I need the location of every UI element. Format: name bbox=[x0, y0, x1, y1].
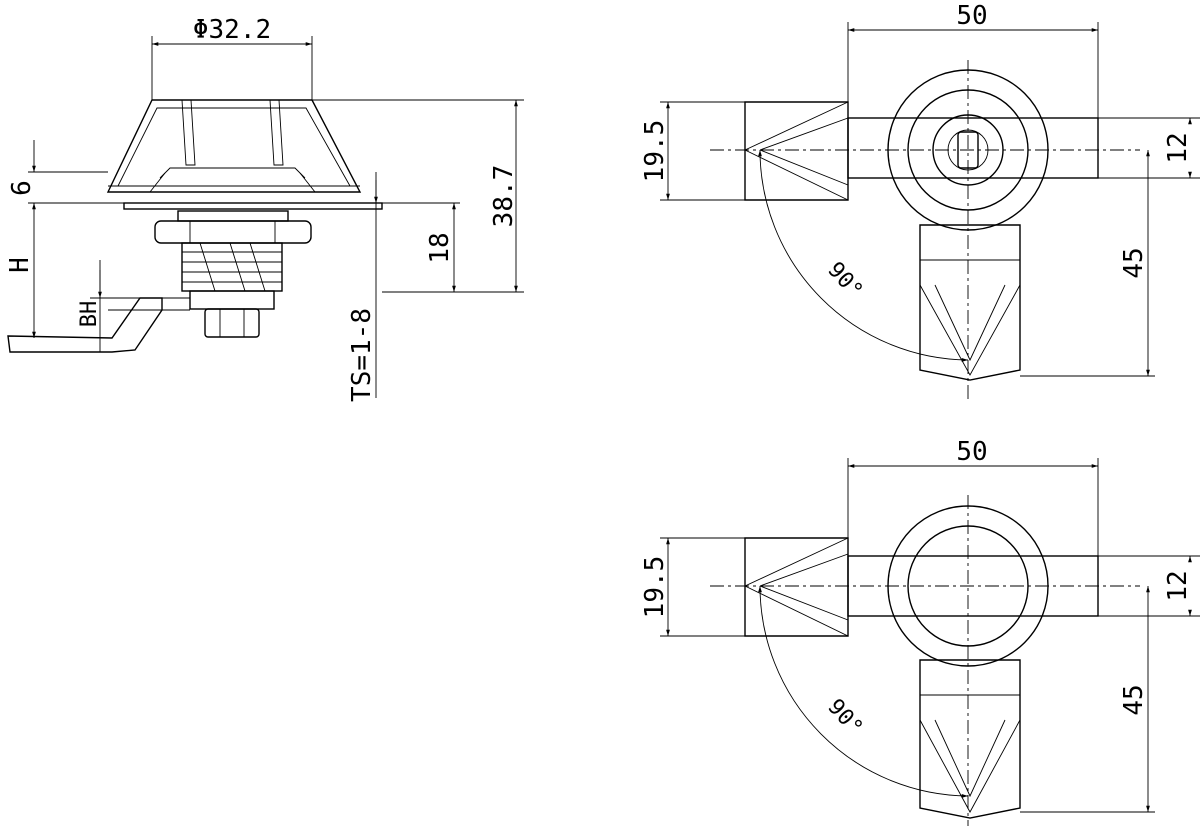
diameter-label: Φ32.2 bbox=[193, 15, 271, 45]
top-view-plain: 90° 50 19.5 12 45 bbox=[640, 437, 1200, 826]
nut-upper bbox=[154, 220, 312, 244]
side-view: Φ32.2 38.7 18 TS=1-8 6 H BH bbox=[5, 15, 524, 402]
ts-label: TS=1-8 bbox=[347, 308, 377, 402]
width-label-2: 50 bbox=[956, 437, 987, 467]
bezel-outline bbox=[106, 99, 362, 193]
angle-label-1: 90° bbox=[822, 258, 867, 304]
height-right-label-1: 12 bbox=[1163, 132, 1193, 163]
width-label-1: 50 bbox=[956, 1, 987, 31]
height-total-label: 38.7 bbox=[489, 165, 519, 228]
dim-h-label: H bbox=[5, 257, 35, 273]
dim-6-label: 6 bbox=[7, 180, 37, 196]
height-left-label-1: 19.5 bbox=[640, 120, 670, 183]
depth-label-1: 45 bbox=[1119, 247, 1149, 278]
height-right-label-2: 12 bbox=[1163, 570, 1193, 601]
dim-bh-label: BH bbox=[77, 301, 102, 328]
height-left-label-2: 19.5 bbox=[640, 556, 670, 619]
angle-label-2: 90° bbox=[822, 695, 867, 741]
depth-label-2: 45 bbox=[1119, 684, 1149, 715]
panel-plate bbox=[123, 202, 383, 210]
nut-lower bbox=[204, 308, 260, 338]
top-view-locked: 90° 50 19.5 12 45 bbox=[640, 1, 1200, 400]
dim-18-label: 18 bbox=[425, 232, 455, 263]
